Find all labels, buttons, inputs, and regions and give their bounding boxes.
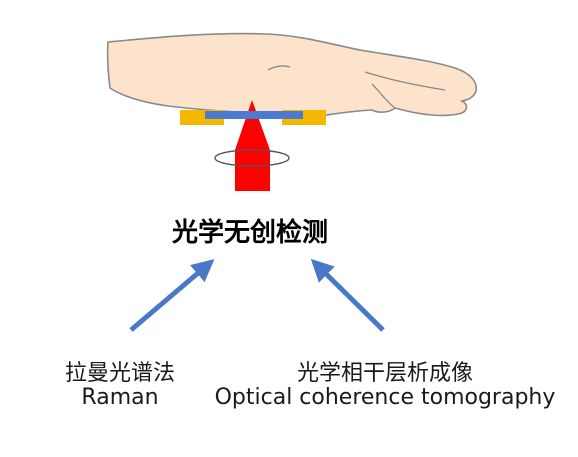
right-method-en: Optical coherence tomography bbox=[214, 385, 556, 410]
left-method-en: Raman bbox=[81, 385, 159, 410]
left-arrow bbox=[129, 259, 215, 332]
diagram-title: 光学无创检测 bbox=[171, 218, 328, 248]
laser-beam bbox=[235, 100, 270, 191]
right-arrow bbox=[310, 258, 385, 332]
hand-outline bbox=[106, 32, 478, 119]
hand-illustration bbox=[106, 32, 478, 119]
knuckle-line bbox=[267, 65, 291, 71]
left-method-zh: 拉曼光谱法 bbox=[64, 361, 175, 386]
finger-line bbox=[364, 71, 446, 91]
rotation-indicator bbox=[214, 149, 290, 167]
finger-crease bbox=[371, 83, 396, 109]
right-method-zh: 光学相干层析成像 bbox=[296, 361, 473, 386]
sensor-bar bbox=[205, 111, 303, 119]
